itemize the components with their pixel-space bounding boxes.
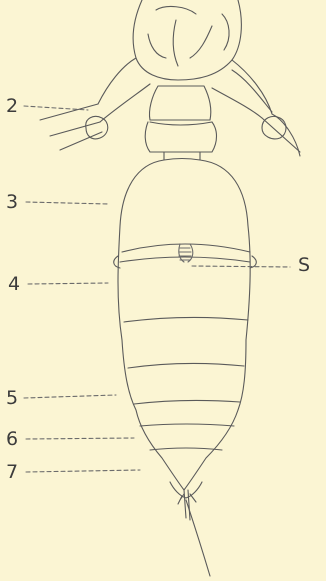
head — [133, 0, 241, 80]
label-4: 4 — [8, 275, 20, 294]
label-2: 2 — [6, 97, 18, 116]
thorax — [145, 86, 216, 160]
right-appendage — [212, 60, 300, 156]
label-3: 3 — [6, 193, 18, 212]
left-appendage — [40, 58, 150, 150]
label-s: S — [298, 256, 310, 275]
structure-s — [179, 244, 193, 262]
abdomen — [114, 159, 257, 491]
label-5: 5 — [6, 389, 18, 408]
label-7: 7 — [6, 463, 18, 482]
label-6: 6 — [6, 430, 18, 449]
tail — [170, 482, 210, 576]
